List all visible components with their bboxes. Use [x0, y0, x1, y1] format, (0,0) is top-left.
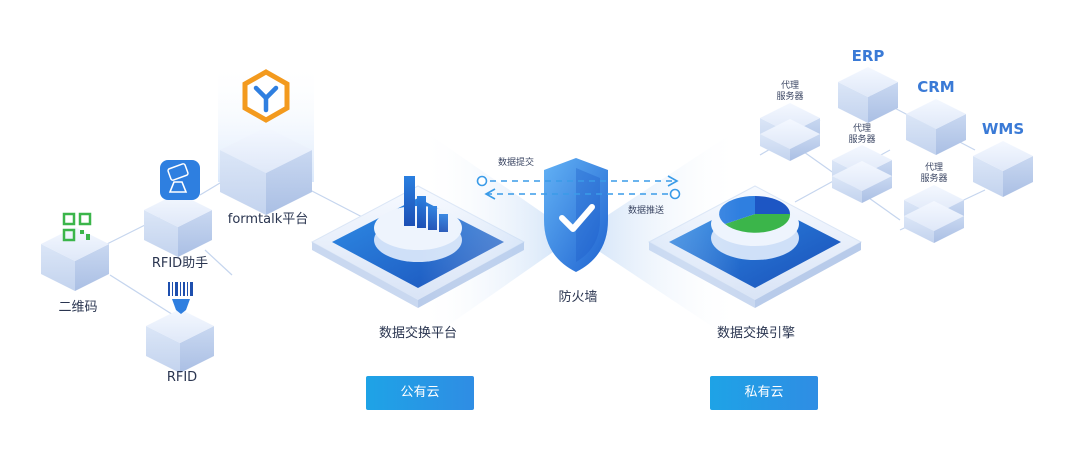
- cube-qr: [41, 227, 109, 291]
- proxy-line2: 服务器: [776, 92, 804, 102]
- proxy-line1: 代理: [852, 124, 872, 134]
- cube-proxy-1b-left-face: [760, 134, 790, 161]
- cube-qr-top-face: [41, 227, 109, 261]
- label-firewall: 防火墙: [558, 290, 598, 305]
- cube-formtalk-left-face: [220, 150, 266, 215]
- cube-erp-right-face: [868, 82, 898, 123]
- cube-formtalk-right-face: [266, 150, 312, 215]
- proxy-line2: 服务器: [920, 174, 948, 184]
- label-data-submit: 数据提交: [498, 158, 535, 168]
- cube-erp: [838, 67, 898, 123]
- cube-proxy-2-top-face: [832, 145, 892, 175]
- cube-proxy-2b-left-face: [832, 176, 862, 203]
- proxy-server-label-2: 代理 服务器: [848, 124, 875, 146]
- cube-rfid-top-face: [146, 309, 214, 343]
- cube-qr-left-face: [41, 244, 75, 291]
- proxy-line1: 代理: [924, 163, 944, 173]
- public-cloud-badge: 公有云: [366, 376, 474, 410]
- cube-wms: [973, 141, 1033, 197]
- cube-crm-right-face: [936, 114, 966, 155]
- cube-rfid-helper-left-face: [144, 210, 178, 257]
- cube-proxy-2b-right-face: [862, 176, 892, 203]
- arrow-left-icon: [484, 188, 496, 200]
- label-crm: CRM: [917, 78, 955, 96]
- label-rfid-helper: RFID助手: [151, 256, 209, 271]
- cube-proxy-1b-top-face: [760, 119, 820, 149]
- rfid-app-icon: [160, 160, 200, 200]
- cube-proxy-3b: [904, 201, 964, 243]
- proxy-line1: 代理: [780, 81, 800, 91]
- proxy-line2: 服务器: [848, 135, 876, 145]
- cube-crm: [906, 99, 966, 155]
- label-wms: WMS: [981, 120, 1025, 138]
- cube-wms-left-face: [973, 156, 1003, 197]
- label-exchange-engine: 数据交换引擎: [716, 326, 796, 341]
- arrow-right-icon: [667, 175, 679, 187]
- label-erp: ERP: [851, 47, 885, 65]
- barcode-scanner-icon: [168, 282, 193, 314]
- proxy-server-label-1: 代理 服务器: [776, 81, 803, 103]
- label-rfid: RFID: [166, 370, 198, 385]
- cube-erp-top-face: [838, 67, 898, 97]
- cube-proxy-1b: [760, 119, 820, 161]
- cube-crm-left-face: [906, 114, 936, 155]
- check-icon: [559, 204, 595, 232]
- cube-proxy-3b-left-face: [904, 216, 934, 243]
- label-exchange-platform: 数据交换平台: [378, 326, 458, 341]
- firewall-graphic: [420, 128, 740, 345]
- cube-formtalk-top-face: [220, 127, 312, 173]
- proxy-server-label-3: 代理 服务器: [920, 163, 947, 185]
- data-flow-arrows: [476, 175, 681, 200]
- cube-formtalk: [220, 127, 312, 215]
- cube-rfid-right-face: [180, 326, 214, 373]
- cube-proxy-1b-right-face: [790, 134, 820, 161]
- formtalk-logo-icon: [242, 69, 290, 123]
- label-formtalk: formtalk平台: [227, 212, 309, 227]
- cube-erp-left-face: [838, 82, 868, 123]
- cube-rfid-left-face: [146, 326, 180, 373]
- private-cloud-badge: 私有云: [710, 376, 818, 410]
- cube-qr-right-face: [75, 244, 109, 291]
- label-qr: 二维码: [58, 300, 98, 315]
- cube-proxy-3b-right-face: [934, 216, 964, 243]
- cube-crm-top-face: [906, 99, 966, 129]
- cube-rfid-helper-top-face: [144, 193, 212, 227]
- qr-code-icon: [62, 212, 92, 242]
- cube-proxy-2b: [832, 161, 892, 203]
- cube-proxy-1-top-face: [760, 103, 820, 133]
- cube-rfid-helper: [144, 193, 212, 257]
- cube-proxy-3-top-face: [904, 185, 964, 215]
- label-data-push: 数据推送: [628, 206, 665, 216]
- cube-proxy-3b-top-face: [904, 201, 964, 231]
- cube-rfid: [146, 309, 214, 373]
- device-cubes: [41, 67, 1033, 373]
- cube-wms-right-face: [1003, 156, 1033, 197]
- cube-wms-top-face: [973, 141, 1033, 171]
- cube-rfid-helper-right-face: [178, 210, 212, 257]
- cube-proxy-2b-top-face: [832, 161, 892, 191]
